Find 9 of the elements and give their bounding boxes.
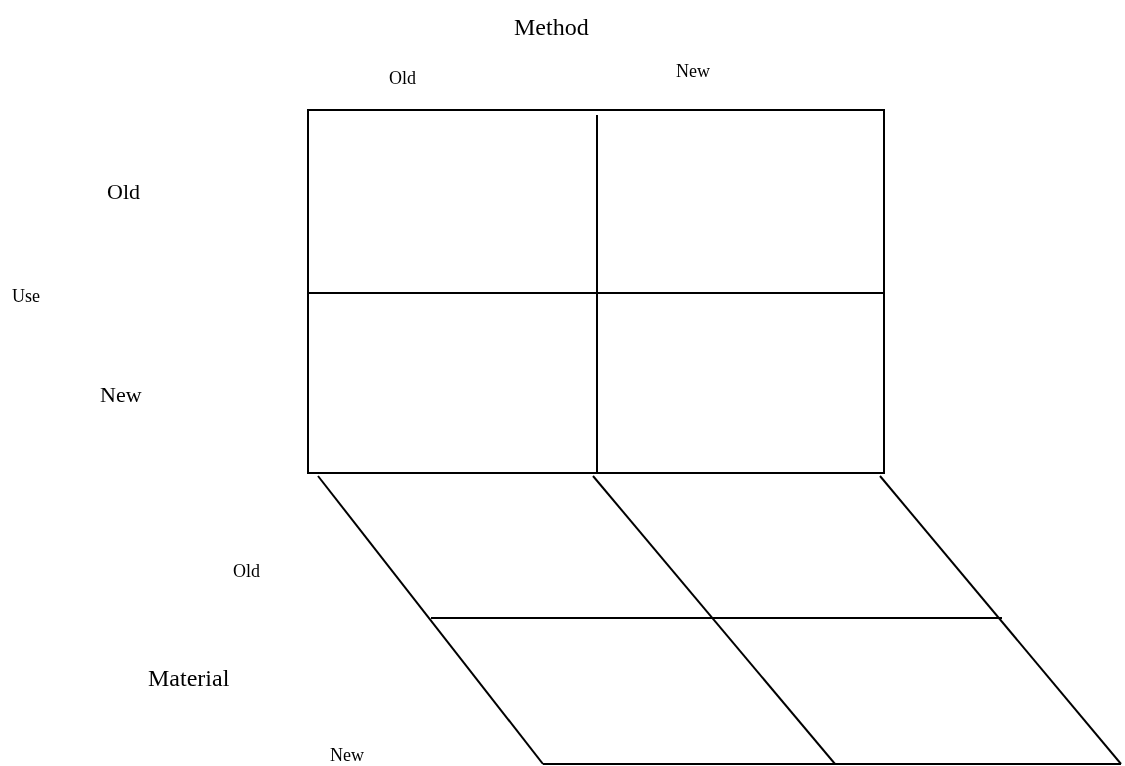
axis-label: Method: [514, 15, 589, 39]
axis-label: Old: [233, 562, 260, 580]
axis-label: Material: [148, 666, 230, 690]
axis-label: New: [100, 384, 142, 406]
axis-label: Use: [12, 287, 40, 305]
axis-label: New: [676, 62, 710, 80]
axis-label: Old: [107, 181, 140, 203]
axis-label: Old: [389, 69, 416, 87]
axis-label: New: [330, 746, 364, 764]
